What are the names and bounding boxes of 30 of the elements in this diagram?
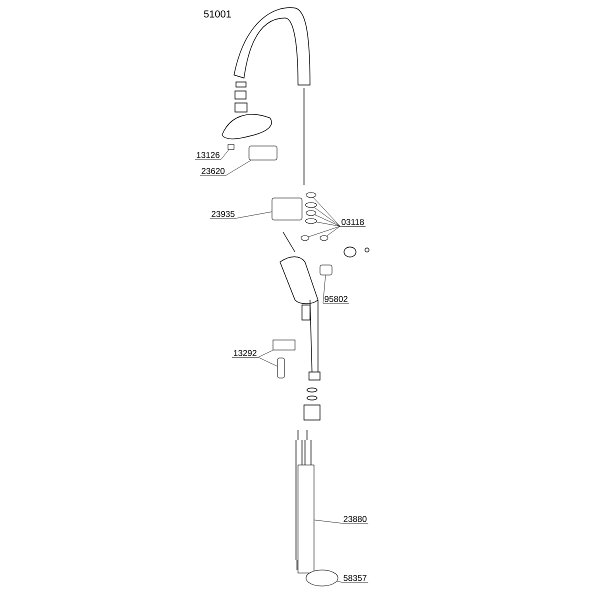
part-drawing: [305, 218, 317, 224]
callout-number: 23880: [344, 516, 367, 522]
callout-number: 58357: [344, 575, 366, 581]
part-drawing: [272, 340, 296, 350]
part-drawing: [306, 210, 316, 216]
leader-line: [314, 520, 368, 524]
leader-line: [326, 226, 366, 236]
part-drawing: [306, 570, 338, 586]
callout-number: 95802: [324, 296, 348, 302]
part-number: 51001: [204, 10, 231, 18]
part-drawing: [272, 198, 302, 220]
part-drawing: [300, 235, 310, 241]
leader-line: [336, 581, 368, 582]
part-drawing: [305, 202, 317, 208]
leader-line: [322, 275, 350, 304]
callout-number: 23935: [212, 211, 235, 217]
callout-number: 13126: [196, 152, 220, 158]
callout-number: 13292: [234, 350, 256, 356]
part-drawing: [320, 235, 328, 241]
part-drawing: [277, 358, 285, 378]
part-drawing: [248, 146, 278, 160]
leader-line: [200, 160, 252, 176]
callout-number: 03118: [342, 219, 364, 225]
callout-number: 23620: [202, 168, 225, 174]
leader-line: [232, 357, 278, 366]
part-drawing: [306, 192, 316, 198]
leader-line: [210, 212, 272, 218]
part-drawing: [228, 144, 234, 150]
leader-line: [194, 150, 229, 160]
part-drawing: [320, 264, 332, 276]
